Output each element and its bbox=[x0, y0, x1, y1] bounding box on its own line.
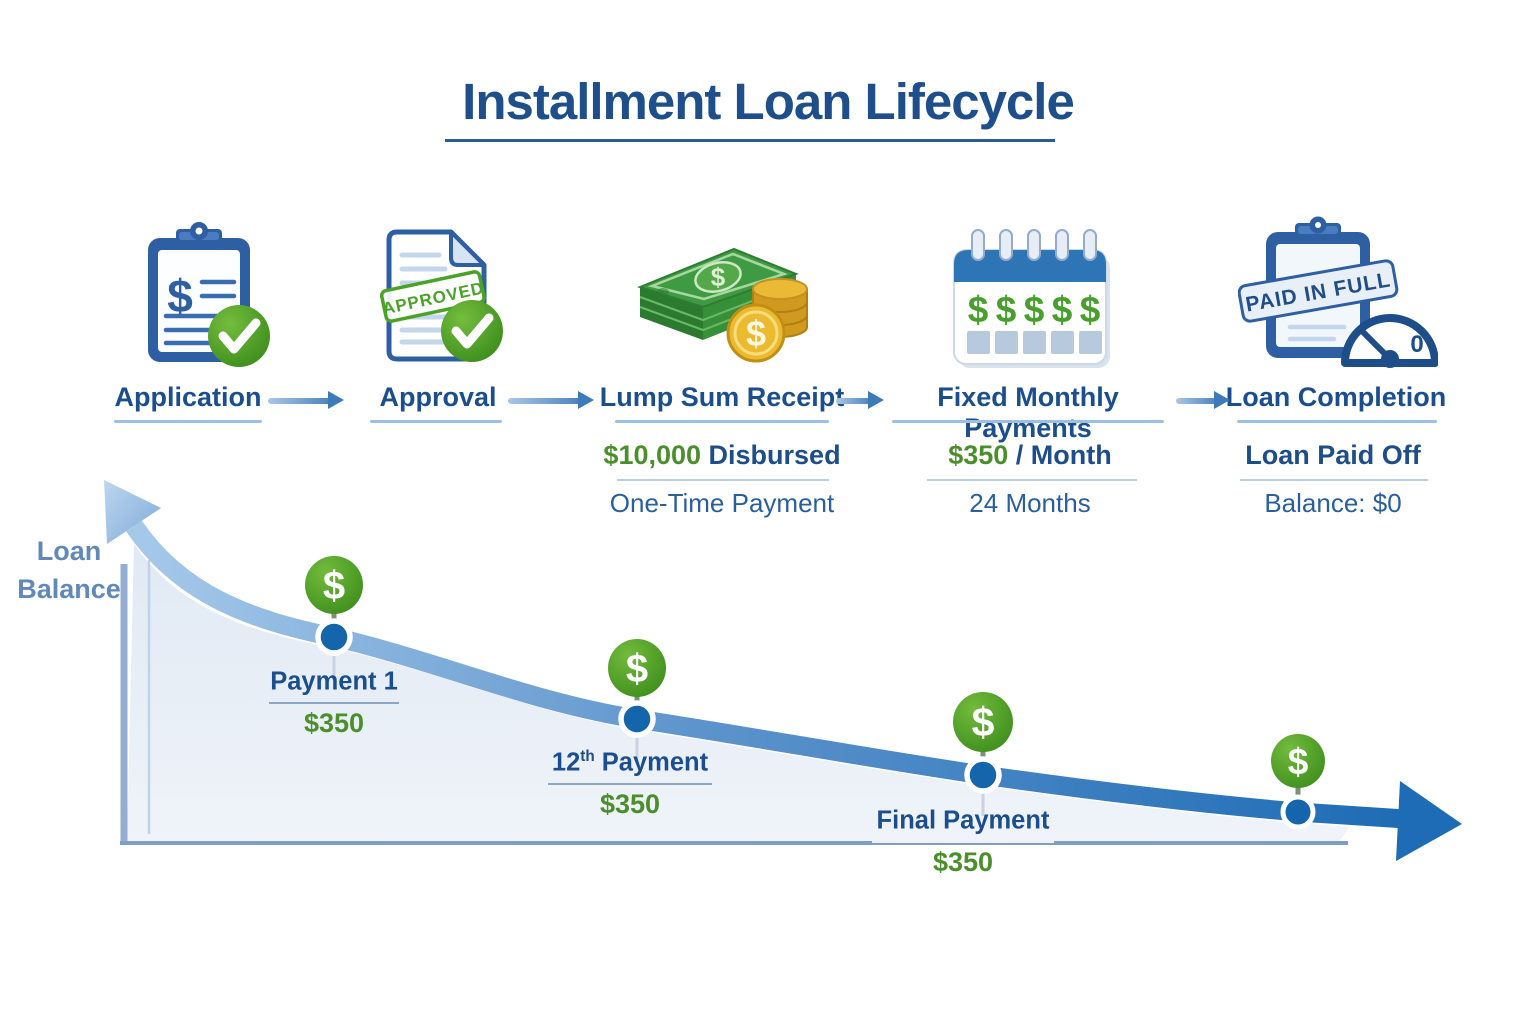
status-text: Loan Paid Off bbox=[1245, 440, 1421, 470]
zero-balance-gauge-icon: 0 bbox=[1341, 314, 1438, 368]
svg-text:$: $ bbox=[968, 289, 989, 330]
marker-amount: $350 bbox=[599, 789, 661, 819]
calendar-rings bbox=[971, 229, 1097, 261]
lump-sum-amount: $10,000 Disbursed bbox=[597, 440, 847, 471]
dollar-coin-icon: $ bbox=[608, 639, 666, 697]
page-title: Installment Loan Lifecycle bbox=[462, 73, 1075, 130]
stage-underline bbox=[615, 420, 829, 423]
stage-underline bbox=[370, 420, 502, 423]
stage-underline bbox=[114, 420, 262, 423]
curve-end-arrowhead bbox=[1396, 781, 1462, 861]
svg-text:$: $ bbox=[626, 647, 648, 691]
dollar-coin-icon: $ bbox=[1271, 734, 1325, 788]
dollar-glyph: $ bbox=[167, 270, 193, 322]
dollar-glyph: $ bbox=[746, 313, 766, 354]
title-underline bbox=[445, 139, 1055, 142]
detail-divider bbox=[1240, 479, 1428, 481]
stage-label-fixed-monthly: Fixed Monthly Payments bbox=[937, 382, 1119, 443]
svg-text:$: $ bbox=[1288, 741, 1309, 782]
marker-label: Final Payment bbox=[876, 806, 1050, 835]
balance-area-fill bbox=[127, 544, 1350, 843]
y-axis-label: Loan Balance bbox=[14, 532, 124, 608]
svg-text:$: $ bbox=[996, 289, 1017, 330]
completion-status: Loan Paid Off bbox=[1213, 440, 1453, 471]
balance-curve bbox=[126, 520, 1406, 829]
approval-document-icon: APPROVED bbox=[379, 229, 503, 362]
marker-payment-1: Payment 1 $350 bbox=[234, 667, 434, 739]
amount-rest: Disbursed bbox=[701, 440, 841, 470]
marker-amount: $350 bbox=[932, 847, 994, 877]
y-axis-label-line1: Loan bbox=[36, 536, 102, 566]
amount-rest: / Month bbox=[1008, 440, 1112, 470]
stage-label-loan-completion: Loan Completion bbox=[1225, 382, 1447, 412]
marker-divider bbox=[872, 840, 1054, 843]
monthly-amount: $350 / Month bbox=[890, 440, 1170, 471]
flow-arrow-icon bbox=[1176, 390, 1230, 410]
amount-accent: $10,000 bbox=[603, 440, 702, 470]
dollar-coin-icon: $ bbox=[953, 692, 1013, 752]
completion-balance: Balance: $0 bbox=[1264, 488, 1402, 518]
application-clipboard-icon: $ bbox=[148, 222, 270, 367]
detail-divider bbox=[617, 479, 829, 481]
marker-divider bbox=[548, 782, 712, 785]
marker-amount: $350 bbox=[303, 708, 365, 738]
marker-label: 12th Payment bbox=[551, 748, 709, 777]
marker-payment-12: 12th Payment $350 bbox=[527, 748, 733, 820]
y-axis-label-line2: Balance bbox=[17, 574, 121, 604]
stage-label-approval: Approval bbox=[379, 382, 497, 412]
marker-divider bbox=[269, 701, 399, 704]
svg-text:$: $ bbox=[1080, 289, 1101, 330]
payment-dots bbox=[315, 618, 1316, 830]
flow-arrow-icon bbox=[836, 390, 884, 410]
flow-arrow-icon bbox=[508, 390, 594, 410]
svg-text:$: $ bbox=[1024, 289, 1045, 330]
flow-arrow-icon bbox=[268, 390, 344, 410]
svg-text:$: $ bbox=[323, 564, 345, 608]
svg-text:0: 0 bbox=[1410, 331, 1423, 358]
lump-sum-note: One-Time Payment bbox=[609, 488, 835, 518]
svg-text:$: $ bbox=[1052, 289, 1073, 330]
payment-calendar-icon: $ $ $ $ $ bbox=[953, 229, 1110, 368]
cash-stack-icon: $ $ bbox=[637, 247, 808, 363]
stage-label-application: Application bbox=[114, 382, 262, 412]
detail-divider bbox=[927, 479, 1137, 481]
dollar-coin-icon: $ bbox=[305, 556, 363, 614]
marker-label: Payment 1 bbox=[270, 667, 398, 696]
curve-start-arrowhead bbox=[104, 480, 161, 544]
amount-accent: $350 bbox=[948, 440, 1009, 470]
svg-text:$: $ bbox=[972, 699, 995, 745]
loan-balance-curve-chart: $ $ $ $ bbox=[104, 480, 1462, 861]
calendar-day-squares bbox=[967, 331, 1102, 354]
stage-underline bbox=[892, 420, 1164, 423]
monthly-term: 24 Months bbox=[969, 488, 1091, 518]
paid-in-full-clipboard-icon: PAID IN FULL 0 bbox=[1238, 216, 1438, 368]
dollar-glyph: $ bbox=[711, 262, 726, 292]
stage-label-lump-sum: Lump Sum Receipt bbox=[599, 382, 845, 412]
marker-final-payment: Final Payment $350 bbox=[856, 806, 1070, 878]
stage-underline bbox=[1237, 420, 1437, 423]
dollar-row: $ $ $ $ $ bbox=[968, 289, 1101, 330]
check-icon bbox=[208, 305, 270, 367]
check-icon bbox=[441, 300, 503, 362]
